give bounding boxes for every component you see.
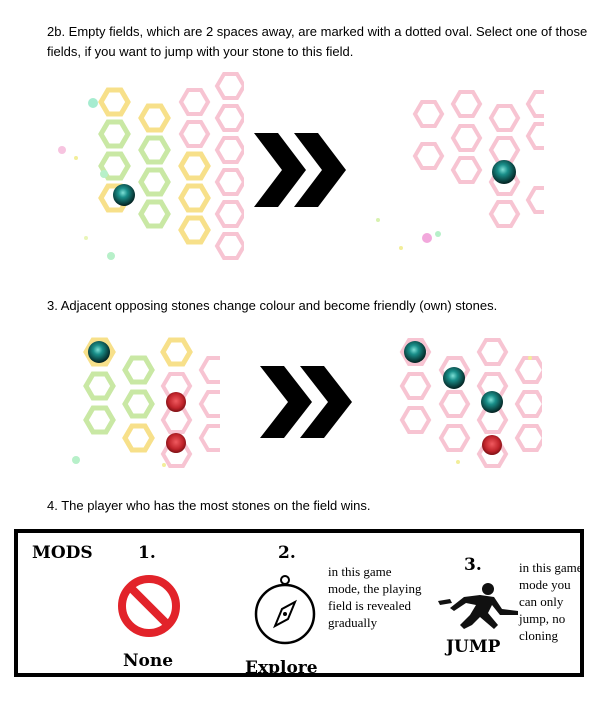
hex-cell bbox=[98, 151, 131, 181]
mod-2-label: Explore bbox=[245, 658, 318, 678]
hex-cell bbox=[450, 124, 483, 152]
particle bbox=[74, 156, 78, 160]
particle bbox=[107, 252, 115, 260]
particle bbox=[72, 456, 80, 464]
mod-1-label: None bbox=[123, 651, 174, 671]
hex-cell bbox=[525, 90, 544, 118]
hex-cell bbox=[214, 136, 244, 164]
hex-cell bbox=[138, 103, 171, 133]
hex-cell bbox=[525, 186, 544, 214]
particle bbox=[84, 236, 88, 240]
particle bbox=[88, 98, 98, 108]
mod-2-number: 2. bbox=[278, 543, 296, 563]
hex-cell bbox=[214, 104, 244, 132]
hex-cell bbox=[514, 356, 542, 384]
teal-stone bbox=[492, 160, 516, 184]
hex-cell bbox=[514, 424, 542, 452]
hex-cell bbox=[476, 338, 509, 366]
board-before-capture bbox=[66, 332, 220, 468]
step-3-text: 3. Adjacent opposing stones change colou… bbox=[47, 298, 498, 313]
hex-cell bbox=[450, 156, 483, 184]
hex-cell bbox=[412, 142, 445, 170]
hex-cell bbox=[399, 372, 432, 400]
hex-cell bbox=[214, 72, 244, 100]
hex-cell bbox=[178, 151, 211, 181]
hex-cell bbox=[178, 88, 211, 116]
hex-cell bbox=[198, 390, 220, 418]
hex-cell bbox=[83, 371, 116, 401]
particle bbox=[456, 460, 460, 464]
red-stone bbox=[482, 435, 502, 455]
board-before-jump bbox=[48, 70, 244, 268]
particle bbox=[376, 218, 380, 222]
mod-1-number: 1. bbox=[138, 543, 156, 563]
hex-cell bbox=[178, 183, 211, 213]
particle bbox=[100, 170, 108, 178]
hex-cell bbox=[198, 424, 220, 452]
hex-cell bbox=[412, 100, 445, 128]
step-4-text: 4. The player who has the most stones on… bbox=[47, 498, 371, 513]
hex-cell bbox=[438, 390, 471, 418]
hex-cell bbox=[98, 87, 131, 117]
hex-cell bbox=[122, 355, 155, 385]
teal-stone bbox=[88, 341, 110, 363]
hex-cell bbox=[514, 390, 542, 418]
hex-cell bbox=[83, 405, 116, 435]
hex-cell bbox=[178, 215, 211, 245]
mod-3-label: JUMP bbox=[446, 637, 501, 657]
hex-cell bbox=[138, 167, 171, 197]
teal-stone bbox=[443, 367, 465, 389]
red-stone bbox=[166, 392, 186, 412]
particle bbox=[399, 246, 403, 250]
step-2b-text: 2b. Empty fields, which are 2 spaces awa… bbox=[47, 24, 588, 59]
mod-2-description: in this game mode, the playing field is … bbox=[328, 564, 422, 630]
teal-stone bbox=[481, 391, 503, 413]
double-chevron-arrow-2 bbox=[258, 366, 354, 438]
particle bbox=[435, 231, 441, 237]
hex-cell bbox=[450, 90, 483, 118]
hex-cell bbox=[438, 424, 471, 452]
mod-3-description: in this game mode you can only jump, no … bbox=[519, 560, 583, 643]
mods-panel: MODS 1. None 2. Explore in this game mod… bbox=[14, 529, 584, 678]
hex-cell bbox=[488, 104, 521, 132]
hex-cell bbox=[488, 200, 521, 228]
hex-cell bbox=[178, 120, 211, 148]
hex-cell bbox=[98, 119, 131, 149]
hex-cell bbox=[138, 199, 171, 229]
board-after-capture bbox=[384, 332, 542, 468]
hex-cell bbox=[198, 356, 220, 384]
jumping-man-icon bbox=[436, 581, 520, 631]
hex-cell bbox=[160, 337, 193, 367]
hex-cell bbox=[525, 122, 544, 150]
teal-stone bbox=[113, 184, 135, 206]
hex-cell bbox=[122, 389, 155, 419]
particle bbox=[58, 146, 66, 154]
particle bbox=[528, 356, 532, 360]
hex-cell bbox=[214, 200, 244, 228]
hex-cell bbox=[214, 168, 244, 196]
mod-3-number: 3. bbox=[464, 555, 482, 575]
hex-cell bbox=[122, 423, 155, 453]
teal-stone bbox=[404, 341, 426, 363]
particle bbox=[162, 463, 166, 467]
board-after-jump bbox=[370, 88, 544, 260]
red-stone bbox=[166, 433, 186, 453]
hex-cell bbox=[488, 136, 521, 164]
hex-cell bbox=[399, 406, 432, 434]
mods-title: MODS bbox=[32, 543, 93, 563]
particle bbox=[422, 233, 432, 243]
compass-icon bbox=[252, 575, 318, 647]
hex-cell bbox=[138, 135, 171, 165]
hex-cell bbox=[214, 232, 244, 260]
no-entry-icon bbox=[116, 573, 182, 639]
double-chevron-arrow-1 bbox=[250, 133, 350, 207]
